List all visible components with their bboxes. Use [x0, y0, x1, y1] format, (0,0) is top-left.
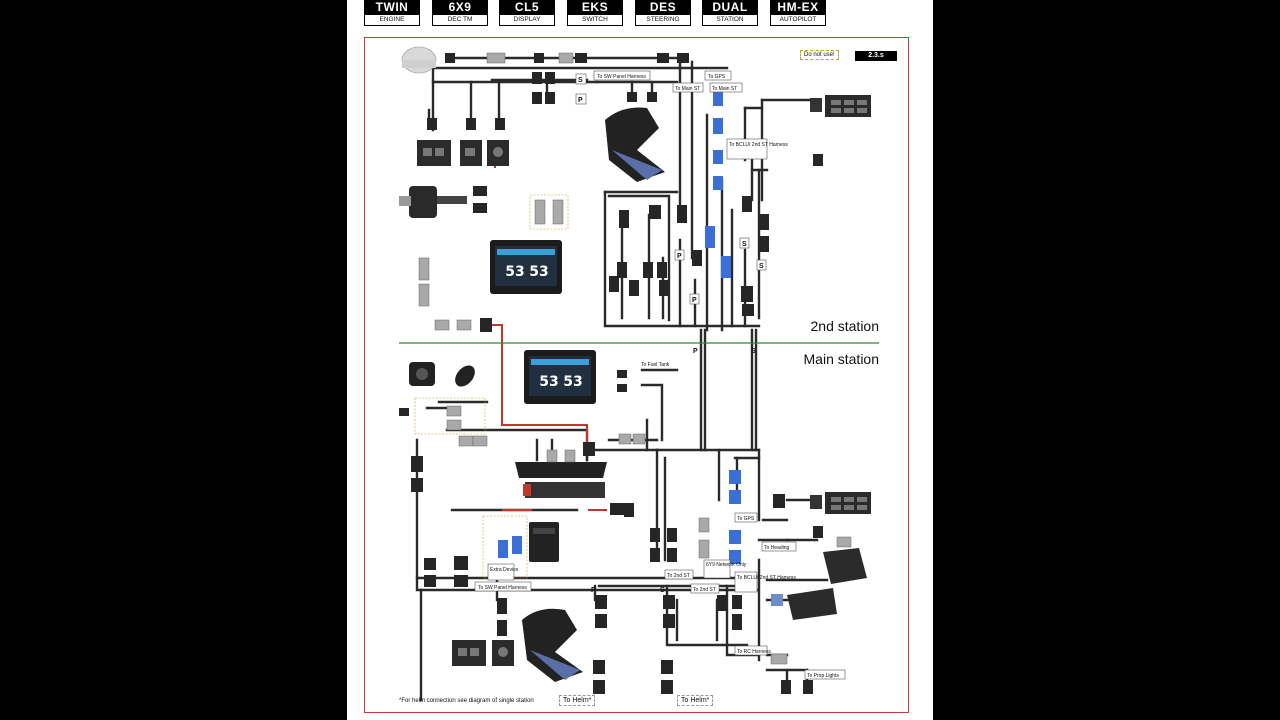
display-readout-right: 53	[563, 374, 582, 390]
svg-text:To GPS: To GPS	[737, 516, 755, 522]
svg-text:To Main ST: To Main ST	[675, 86, 700, 92]
svg-text:To Heading: To Heading	[764, 545, 790, 551]
label-fuel-tank: To Fuel Tank	[641, 362, 670, 368]
label-sw-panel-lower: To SW Panel Harness	[474, 581, 532, 592]
svg-text:S: S	[759, 263, 764, 270]
svg-text:P: P	[677, 253, 682, 260]
label-heading: To Heading	[761, 541, 797, 552]
gps-antenna-icon	[401, 46, 437, 74]
tab-6x9-dec-tm[interactable]: 6X9 DEC TM	[432, 0, 488, 26]
cl5-display-lower-icon: 53 53	[524, 350, 596, 404]
tab-eks-switch[interactable]: EKS SWITCH	[567, 0, 623, 26]
second-station-label: 2nd station	[811, 318, 880, 334]
svg-text:To BCLU/ 2nd ST Harness: To BCLU/ 2nd ST Harness	[729, 142, 788, 148]
cl5-display-upper-icon: 53 53	[490, 240, 562, 294]
label-prop-lights: To Prop Lights	[804, 669, 846, 680]
keypad-upper-icon	[810, 95, 871, 117]
label-main-st-2: To Main ST	[709, 82, 743, 93]
tab-des-steering[interactable]: DES STEERING	[635, 0, 691, 26]
svg-text:P: P	[578, 97, 583, 104]
display-readout-left: 53	[539, 374, 558, 390]
svg-text:P: P	[591, 587, 596, 594]
display-readout-right: 53	[529, 264, 548, 280]
svg-text:To GPS: To GPS	[708, 74, 726, 80]
tab-subtitle: ENGINE	[364, 15, 420, 26]
display-readout-left: 53	[505, 264, 524, 280]
label-second-st-1: To 2nd ST	[664, 569, 694, 580]
label-second-st-2: To 2nd ST	[690, 583, 720, 594]
svg-text:To 2nd ST: To 2nd ST	[693, 587, 716, 593]
version-badge: 2.3.s	[855, 51, 897, 61]
label-main-st-1: To Main ST	[672, 82, 704, 93]
label-bclu-top: To BCLU/ 2nd ST Harness	[726, 138, 788, 160]
engine-control-unit-icon	[529, 522, 559, 562]
svg-text:To Main ST: To Main ST	[712, 86, 737, 92]
control-lever-upper-icon	[605, 107, 665, 182]
tab-title: CL5	[499, 0, 555, 15]
label-gps-top: To GPS	[704, 70, 732, 81]
control-lever-lower-icon	[522, 608, 583, 682]
label-network: 6Y9 Network Only	[703, 559, 747, 579]
svg-text:P: P	[693, 348, 698, 355]
label-gps-lower: To GPS	[734, 512, 758, 523]
switch-panel-lower-icon	[452, 640, 514, 666]
diagram-page: TWIN ENGINE 6X9 DEC TM CL5 DISPLAY EKS S…	[347, 0, 933, 720]
svg-text:To BCLU/ 2nd ST Harness: To BCLU/ 2nd ST Harness	[737, 575, 796, 581]
svg-text:6Y9 Network Only: 6Y9 Network Only	[706, 562, 747, 568]
key-switch-icon	[409, 362, 475, 387]
svg-text:To Prop Lights: To Prop Lights	[807, 673, 839, 679]
diagram-frame	[364, 37, 909, 713]
connectors-blue	[498, 90, 741, 564]
label-extra-device: Extra Device	[487, 563, 519, 581]
connectors-dark	[399, 53, 823, 694]
tab-subtitle: STEERING	[635, 15, 691, 26]
footnote: *For helm connection see diagram of sing…	[399, 698, 534, 704]
svg-text:To SW Panel Harness: To SW Panel Harness	[597, 74, 646, 80]
keypad-lower-icon	[810, 492, 871, 514]
tab-title: DES	[635, 0, 691, 15]
svg-text:To Fuel Tank: To Fuel Tank	[641, 362, 670, 368]
svg-text:To 2nd ST: To 2nd ST	[667, 573, 690, 579]
autopilot-computer-icon	[771, 548, 867, 620]
connectors-gray	[418, 52, 852, 665]
tab-title: TWIN	[364, 0, 420, 15]
tab-subtitle: STATION	[702, 15, 758, 26]
wiring-diagram: 2nd station Main station	[399, 46, 880, 702]
svg-text:S: S	[660, 587, 665, 594]
tab-subtitle: SWITCH	[567, 15, 623, 26]
distribution-hub-icon	[515, 462, 607, 498]
svg-text:To SW Panel Harness: To SW Panel Harness	[478, 585, 527, 591]
switch-panel-icon	[417, 140, 509, 166]
helm-pump-icon	[399, 186, 467, 218]
main-station-label: Main station	[804, 351, 879, 367]
label-rc-harness: To RC Harness	[734, 645, 771, 656]
pin-markers: S P P P S S P S P S	[575, 73, 767, 594]
to-helm-label-right: To Helm*	[677, 695, 714, 706]
tab-title: DUAL	[702, 0, 758, 15]
tab-twin-engine[interactable]: TWIN ENGINE	[364, 0, 420, 26]
tab-hm-ex-autopilot[interactable]: HM-EX AUTOPILOT	[770, 0, 826, 26]
tab-cl5-display[interactable]: CL5 DISPLAY	[499, 0, 555, 26]
svg-text:P: P	[692, 297, 697, 304]
tab-dual-station[interactable]: DUAL STATION	[702, 0, 758, 26]
svg-text:S: S	[751, 348, 756, 355]
label-bclu-lower: To BCLU/ 2nd ST Harness	[734, 571, 796, 593]
warning-note: Do not use!	[800, 50, 839, 60]
tab-title: EKS	[567, 0, 623, 15]
svg-text:To RC Harness: To RC Harness	[737, 649, 771, 655]
tab-subtitle: DISPLAY	[499, 15, 555, 26]
label-sw-panel-top: To SW Panel Harness	[593, 70, 651, 81]
tab-title: 6X9	[432, 0, 488, 15]
svg-text:S: S	[742, 241, 747, 248]
to-helm-label-left: To Helm*	[559, 695, 596, 706]
svg-text:S: S	[578, 77, 583, 84]
tab-subtitle: DEC TM	[432, 15, 488, 26]
tab-title: HM-EX	[770, 0, 826, 15]
wiring-harness	[415, 56, 829, 702]
svg-text:Extra Device: Extra Device	[490, 567, 519, 573]
tab-subtitle: AUTOPILOT	[770, 15, 826, 26]
